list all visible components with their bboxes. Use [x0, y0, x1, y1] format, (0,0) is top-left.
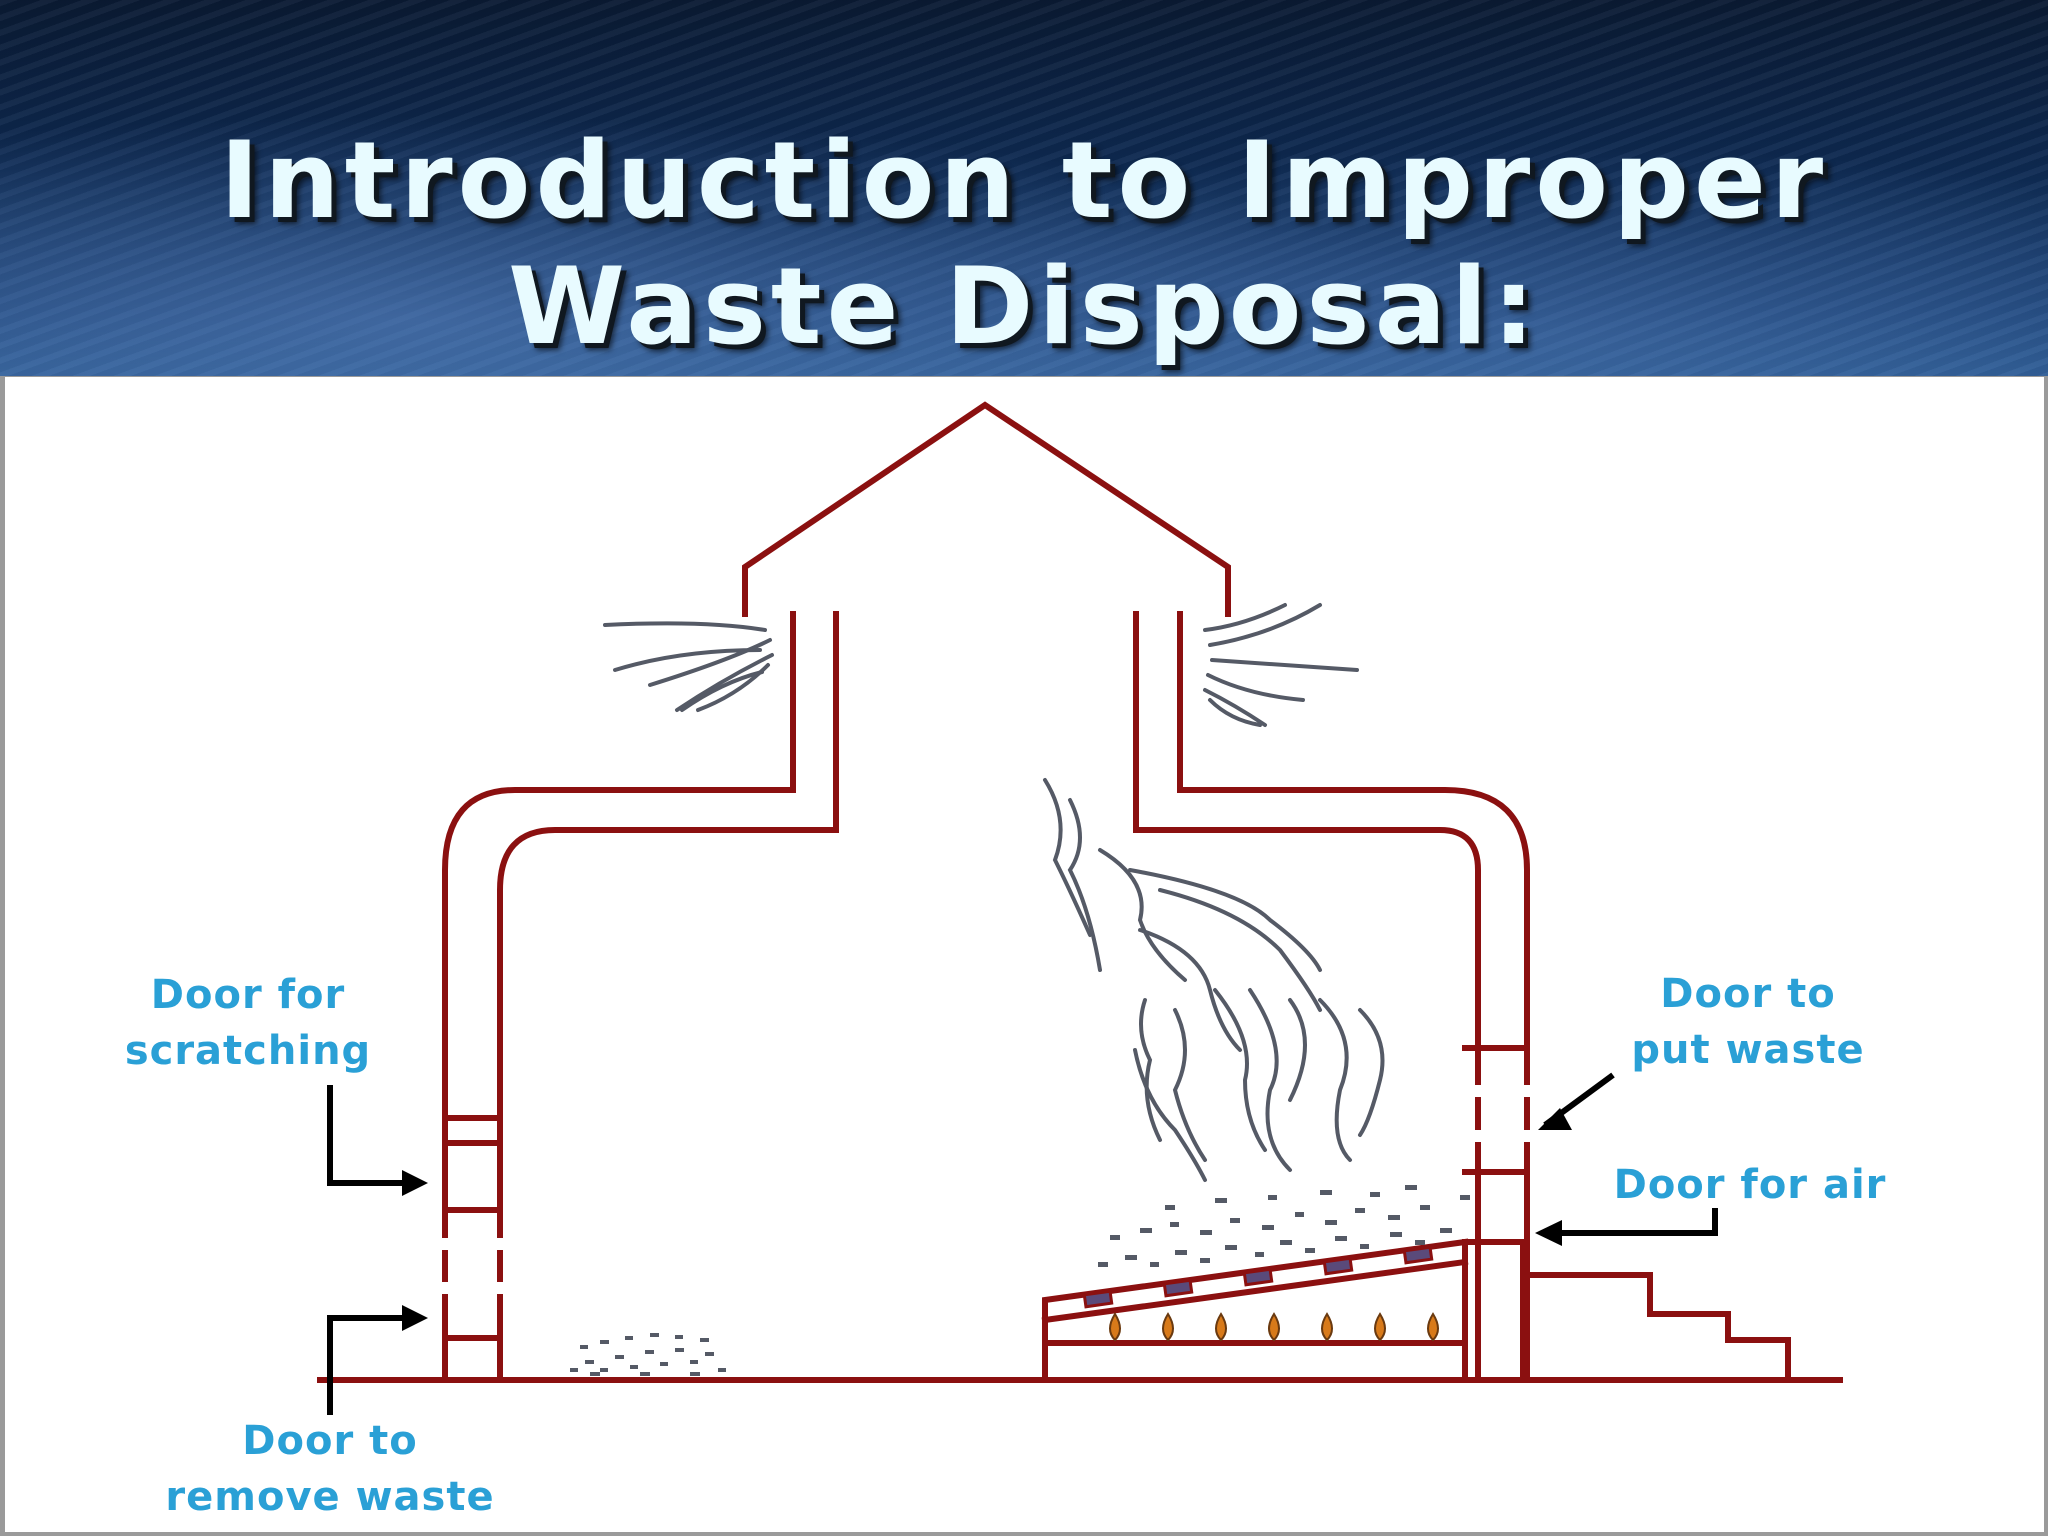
steps: [1520, 1272, 1791, 1383]
slide-title-line1: Introduction to Improper: [219, 119, 1829, 242]
right-inner-wall: [1133, 611, 1481, 1383]
burning-waste: [1098, 1185, 1470, 1267]
slide-title: Introduction to Improper Waste Disposal:: [0, 118, 2048, 370]
flames: [1109, 1312, 1439, 1342]
fire-grate: [1041, 1238, 1526, 1383]
right-outer-wall: [1177, 611, 1530, 1383]
grate-slots: [1082, 1245, 1434, 1309]
label-door-to-put-waste-line1: Door to: [1660, 971, 1835, 1017]
door-to-put-waste: [1462, 1045, 1530, 1175]
arrow-heads: [402, 1108, 1572, 1331]
smoke: [603, 603, 1385, 1182]
label-door-for-air: Door for air: [1614, 1162, 1887, 1208]
label-door-for-scratching-line1: Door for: [151, 972, 345, 1018]
chimney-roof: [742, 401, 1231, 617]
door-for-scratching: [442, 1115, 503, 1213]
label-door-to-remove-waste-line2: remove waste: [165, 1474, 494, 1520]
slide-title-line2: Waste Disposal:: [508, 245, 1540, 368]
label-door-to-remove-waste-line1: Door to: [242, 1418, 417, 1464]
left-outer-wall: [442, 611, 796, 1383]
waste-pile: [570, 1333, 726, 1376]
left-inner-wall: [497, 611, 839, 1383]
incinerator-diagram: Door for scratching Door to remove waste…: [5, 377, 2044, 1532]
slide-header: Introduction to Improper Waste Disposal:: [0, 0, 2048, 376]
label-door-to-put-waste-line2: put waste: [1631, 1027, 1864, 1073]
label-door-for-scratching-line2: scratching: [125, 1028, 371, 1074]
